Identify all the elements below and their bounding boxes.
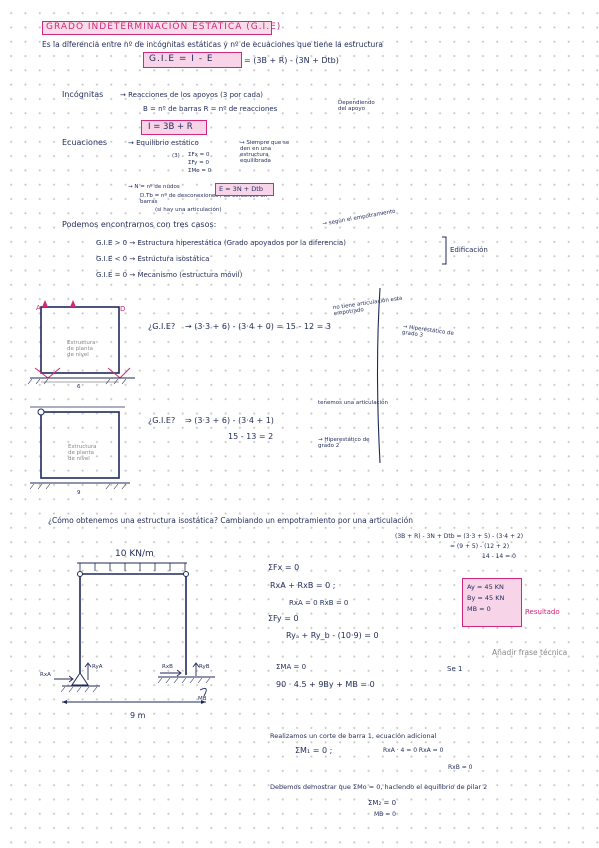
eq-sum-fx-values: RxA = 0 RxB = 0 bbox=[289, 599, 349, 607]
annotation-note: Añadir frase técnica bbox=[492, 648, 568, 657]
eq-sum-ma: ΣMA = 0 bbox=[276, 663, 307, 671]
cases-intro: Podemos encontrarnos con tres casos: bbox=[62, 220, 217, 229]
case-isostatic: G.I.E < 0 → Estructura isostática bbox=[96, 255, 210, 263]
equations-prefix: (3) bbox=[172, 153, 180, 159]
beam-reaction-ryb: RyB bbox=[199, 664, 210, 670]
bottom-line1-eq2: RxA · 4 = 0 RxA = 0 bbox=[383, 747, 444, 754]
page-title: GRADO INDETERMINACIÓN ESTÁTICA (G.I.E) bbox=[46, 22, 282, 32]
bottom-line1-eq3: RxB = 0 bbox=[448, 764, 473, 771]
equations-formula: E = 3N + Dtb bbox=[219, 185, 263, 193]
result-box bbox=[462, 578, 522, 627]
unknowns-line1: → Reacciones de los apoyos (3 por cada) bbox=[120, 91, 264, 99]
example2-result: → Hiperestático de grado 2 bbox=[318, 437, 370, 449]
isostatic-question: ¿Cómo obtenemos una estructura isostátic… bbox=[48, 516, 413, 525]
title-highlight bbox=[42, 21, 272, 35]
beam-reaction-mb: MB bbox=[198, 696, 207, 702]
equation-mo: ΣMo = 0 bbox=[188, 168, 212, 174]
example1-calc: → (3·3 + 6) - (3·4 + 0) = 15 - 12 = 3 bbox=[185, 322, 331, 331]
example-divider bbox=[376, 287, 381, 464]
beam-load-label: 10 KN/m bbox=[115, 549, 154, 559]
unknowns-depends-note: Dependiendo del apoyo bbox=[338, 100, 375, 112]
gie-formula: G.I.E = I - E bbox=[149, 54, 214, 64]
gie-formula-expanded: = (3B + R) - (3N + Dtb) bbox=[244, 56, 339, 65]
equations-nodes: → N = nº de nudos bbox=[128, 184, 180, 190]
unknowns-formula: I = 3B + R bbox=[148, 122, 193, 132]
question-calc3: 14 - 14 = 0 bbox=[482, 553, 516, 560]
equation-fx: ΣFx = 0 bbox=[188, 152, 210, 158]
cases-bracket bbox=[442, 236, 447, 265]
result-label: Resultado bbox=[525, 608, 560, 616]
example2-calc1: ⇒ (3·3 + 6) - (3·4 + 1) bbox=[185, 416, 274, 425]
result-by: By = 45 KN bbox=[467, 594, 505, 602]
eq-sum-ma-expand: 90 · 4.5 + 9By + MB = 0 bbox=[276, 680, 375, 689]
question-calc1: (3B + R) - 3N + Dtb = (3·3 + 5) - (3·4 +… bbox=[395, 533, 524, 540]
example2-calc2: 15 - 13 = 2 bbox=[228, 432, 274, 441]
example2-note: tenemos una articulación bbox=[318, 400, 388, 406]
beam-span-label: 9 m bbox=[130, 711, 146, 720]
equations-dtb-note: (si hay una articulación) bbox=[155, 207, 222, 213]
annotation-se: Se 1 bbox=[447, 665, 463, 673]
bottom-line1-eq: ΣM₁ = 0 ; bbox=[295, 746, 333, 755]
eq-sum-fx: ΣFx = 0 bbox=[268, 563, 300, 572]
result-mb: MB = 0 bbox=[467, 605, 491, 613]
equations-bracket-note: → Siempre que se den en una estructura e… bbox=[240, 140, 290, 164]
equation-fy: ΣFy = 0 bbox=[188, 160, 209, 166]
result-ay: Ay = 45 KN bbox=[467, 583, 504, 591]
frame1-dim: 6 bbox=[77, 384, 81, 390]
gie-formula-box bbox=[143, 52, 242, 68]
equations-formula-box bbox=[215, 183, 274, 196]
frame1-node-d: D bbox=[120, 305, 126, 313]
equations-label: Ecuaciones bbox=[62, 138, 108, 147]
bottom-line2-eq: ΣM₂ = 0 bbox=[368, 799, 397, 807]
question-calc2: = (9 + 5) - (12 + 2) bbox=[450, 543, 510, 550]
eq-sum-fx-expand: RxA + RxB = 0 ; bbox=[270, 581, 336, 590]
case-mechanism: G.I.E = 0 → Mecanismo (estructura móvil) bbox=[96, 271, 243, 279]
unknowns-label: Incógnitas bbox=[62, 90, 104, 99]
frame1-node-a: A bbox=[36, 304, 41, 312]
eq-sum-fy-expand: Ryₐ + Ry_b - (10·9) = 0 bbox=[286, 631, 379, 640]
beam-reaction-rxb: RxB bbox=[162, 664, 173, 670]
equations-dtb: D.Tb = nº de desconexiones / de esfuerzo… bbox=[140, 193, 268, 205]
frame1-label: Estructura de planta de nivel bbox=[67, 340, 96, 358]
beam-reaction-rxa: RxA bbox=[40, 672, 51, 678]
bottom-line2-eq2: MB = 0 bbox=[374, 811, 396, 818]
bottom-line1: Realizamos un corte de barra 1, ecuación… bbox=[270, 732, 437, 740]
eq-sum-fy: ΣFy = 0 bbox=[268, 614, 299, 623]
beam-reaction-rya: RyA bbox=[92, 664, 103, 670]
unknowns-formula-box bbox=[141, 120, 207, 135]
cases-edification: Edificación bbox=[450, 246, 488, 254]
equations-line1: → Equilibrio estático bbox=[128, 139, 199, 147]
frame2-label: Estructura de planta de nivel bbox=[68, 444, 97, 462]
example2-question: ¿G.I.E? bbox=[148, 416, 176, 425]
unknowns-line2: B = nº de barras R = nº de reacciones bbox=[143, 105, 278, 113]
example1-question: ¿G.I.E? bbox=[148, 322, 176, 331]
frame2-dim: 9 bbox=[77, 490, 81, 496]
bottom-line2: Debemos demostrar que ΣMo = 0, haciendo … bbox=[270, 783, 488, 791]
case-hyperstatic: G.I.E > 0 → Estructura hiperestática (Gr… bbox=[96, 239, 346, 247]
gie-definition: Es la diferencia entre nº de incógnitas … bbox=[42, 40, 383, 49]
